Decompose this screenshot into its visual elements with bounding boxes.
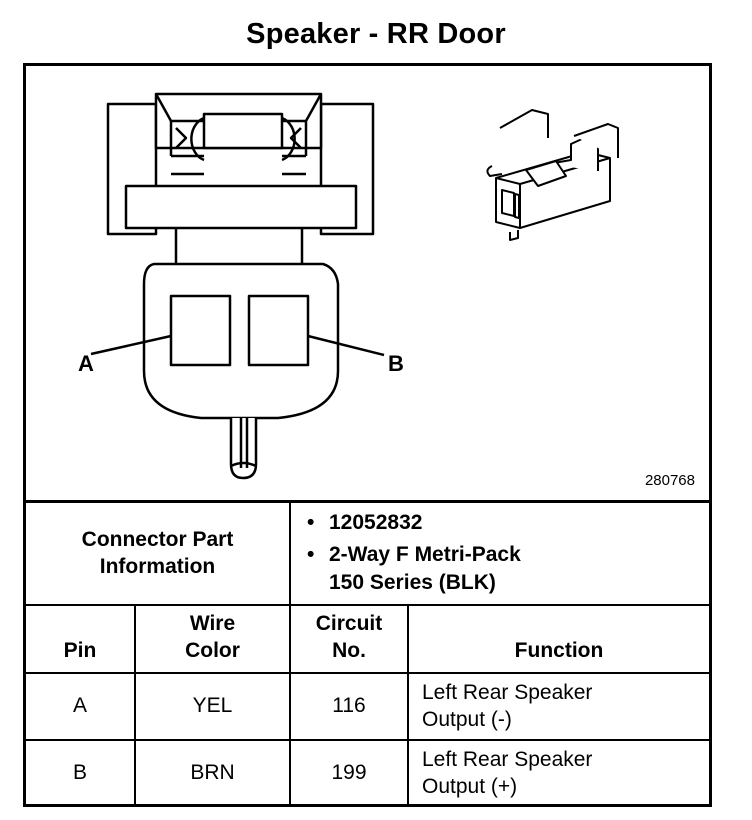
reference-number: 280768 [644, 472, 695, 489]
pin-cell: A [26, 671, 136, 741]
header-pin: Pin [26, 603, 136, 674]
connector-front-view-icon: A B [78, 92, 619, 480]
bullet-icon: • [307, 543, 315, 567]
connector-type-line1: 2-Way F Metri-Pack [329, 543, 521, 567]
connector-info-label-line2: Information [99, 555, 216, 579]
pin-cell: B [26, 738, 136, 806]
connector-info-row: Connector Part Information • 12052832 • … [26, 500, 709, 606]
connector-type-item: • 2-Way F Metri-Pack 150 Series (BLK) [307, 541, 709, 597]
header-wire-color-line2: Color [185, 638, 240, 662]
cavity-a [169, 294, 232, 367]
connector-info-label-line1: Connector Part [81, 528, 234, 552]
function-cell: Left Rear Speaker Output (+) [407, 738, 709, 806]
table-row: B BRN 199 Left Rear Speaker Output (+) [26, 738, 709, 806]
connector-info-details: • 12052832 • 2-Way F Metri-Pack 150 Seri… [289, 500, 709, 606]
connector-info-label: Connector Part Information [26, 500, 291, 606]
pin-label-a: A [78, 351, 94, 376]
circuit-cell: 116 [289, 671, 409, 741]
connector-sheet: A B 280768 [23, 63, 712, 807]
table-header-row: Pin Wire Color Circuit No. Function [26, 603, 709, 674]
wire-color-cell: BRN [134, 738, 291, 806]
header-wire-color-line1: Wire [189, 611, 236, 635]
function-line1: Left Rear Speaker [422, 748, 593, 771]
left-wing [106, 102, 158, 236]
connector-type-line2: 150 Series (BLK) [329, 571, 496, 595]
part-number: 12052832 [329, 511, 423, 535]
page-title: Speaker - RR Door [246, 18, 506, 50]
pin-label-b: B [388, 351, 404, 376]
connector-isometric-icon [486, 109, 619, 241]
header-wire-color: Wire Color [134, 603, 291, 674]
right-wing [319, 102, 375, 236]
function-line2: Output (-) [422, 708, 512, 731]
function-line2: Output (+) [422, 775, 518, 798]
function-cell: Left Rear Speaker Output (-) [407, 671, 709, 741]
bullet-icon: • [307, 511, 315, 535]
part-number-item: • 12052832 [307, 509, 709, 537]
cavity-b [247, 294, 310, 367]
connector-diagram: A B 280768 [26, 66, 709, 500]
circuit-cell: 199 [289, 738, 409, 806]
wire-color-cell: YEL [134, 671, 291, 741]
connector-table: Connector Part Information • 12052832 • … [26, 500, 709, 806]
header-function: Function [407, 603, 709, 674]
table-row: A YEL 116 Left Rear Speaker Output (-) [26, 671, 709, 741]
header-circuit-line1: Circuit [315, 611, 383, 635]
header-circuit-line2: No. [332, 638, 366, 662]
function-line1: Left Rear Speaker [422, 681, 593, 704]
header-circuit-no: Circuit No. [289, 603, 409, 674]
